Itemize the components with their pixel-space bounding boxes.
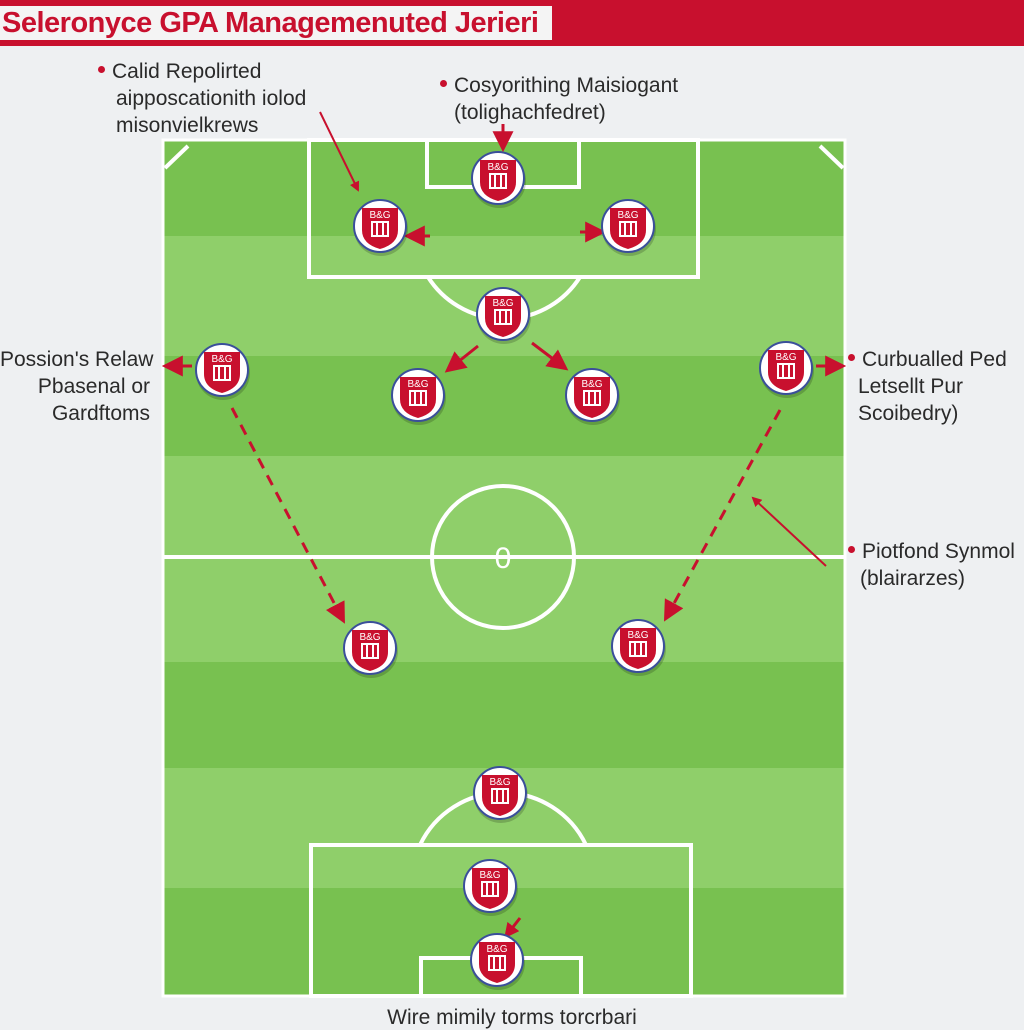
annotation-line: Pbasenal or	[37, 375, 150, 398]
arrow-left-diagonal	[230, 407, 345, 624]
player-badge-label: B&G	[617, 210, 638, 221]
player-badge-bottom-defender: B&G	[463, 859, 518, 916]
player-badge-label: B&G	[627, 630, 648, 641]
player-badge-label: B&G	[489, 777, 510, 788]
annotation-line: (tolighachfedret)	[454, 101, 606, 124]
annotation-line: Calid Repolirted	[112, 60, 262, 83]
bullet-dot	[440, 79, 447, 87]
arrow-right-diagonal	[663, 409, 782, 622]
player-badge-bottom-goalkeeper: B&G	[470, 933, 525, 990]
annotation-line: aipposcationith iolod	[116, 87, 307, 110]
player-badge-label: B&G	[487, 162, 508, 173]
bottom-caption: Wire mimily torms torcrbari	[387, 1006, 637, 1029]
bullet-dot	[848, 353, 855, 361]
arrow-right-lower-callout	[751, 496, 827, 567]
annotation-top-left: Calid Repolirted aipposcationith iolod m…	[98, 58, 306, 139]
movement-arrows	[161, 111, 847, 939]
player-badge-label: B&G	[486, 944, 507, 955]
annotation-line: Cosyorithing Maisiogant	[454, 74, 679, 97]
player-badge-left-wing: B&G	[195, 343, 250, 400]
corner-arc-tl	[163, 144, 190, 170]
player-badge-label: B&G	[407, 379, 428, 390]
annotation-line: Letsellt Pur	[858, 375, 964, 398]
player-badge-top-left-defender: B&G	[353, 199, 408, 256]
annotation-right-lower: Piotfond Synmol (blairarzes)	[848, 538, 1015, 592]
annotation-line: misonvielkrews	[116, 114, 259, 137]
annotation-left: Possion's Relaw Pbasenal or Gardftoms	[0, 346, 154, 427]
player-badge-left-center-mid: B&G	[391, 368, 446, 425]
players-layer: B&G B&G B&G B&G B&G B&G B&G B&G B&G B&G B&G B&G B&G	[195, 151, 814, 990]
player-badge-label: B&G	[479, 870, 500, 881]
annotation-line: Scoibedry)	[858, 402, 959, 425]
player-badge-bottom-midfielder: B&G	[473, 766, 528, 823]
arrow-central-right	[531, 341, 569, 371]
annotation-line: Piotfond Synmol	[862, 540, 1015, 563]
player-badge-label: B&G	[492, 298, 513, 309]
annotation-top-center: Cosyorithing Maisiogant (tolighachfedret…	[440, 72, 678, 126]
page-title: Seleronyce GPA Managemenuted Jerieri	[0, 6, 553, 40]
bullet-dot	[848, 545, 855, 553]
annotation-line: Gardftoms	[51, 402, 150, 425]
annotation-line: (blairarzes)	[860, 567, 966, 590]
player-badge-label: B&G	[211, 354, 232, 365]
arrow-central-left	[444, 344, 479, 373]
player-badge-right-wing: B&G	[759, 341, 814, 398]
bullet-dot	[98, 65, 105, 73]
center-circle	[430, 484, 576, 630]
player-badge-left-forward: B&G	[343, 621, 398, 678]
player-badge-top-goalkeeper: B&G	[471, 151, 526, 208]
player-badge-top-central: B&G	[476, 287, 531, 344]
player-badge-label: B&G	[775, 352, 796, 363]
annotation-line: Possion's Relaw	[0, 348, 154, 371]
center-mark: 0	[495, 542, 512, 575]
annotation-right: Curbualled Ped Letsellt Pur Scoibedry)	[848, 346, 1007, 427]
player-badge-right-center-mid: B&G	[565, 368, 620, 425]
arrow-bottom-goalkeeper	[504, 917, 522, 939]
corner-arc-tr	[818, 144, 845, 170]
player-badge-label: B&G	[359, 632, 380, 643]
arrow-top-left-callout	[319, 111, 359, 192]
title-bar: Seleronyce GPA Managemenuted Jerieri	[0, 0, 1024, 46]
player-badge-right-forward: B&G	[611, 619, 666, 676]
player-badge-top-right-defender: B&G	[601, 199, 656, 256]
player-badge-label: B&G	[581, 379, 602, 390]
player-badge-label: B&G	[369, 210, 390, 221]
annotation-line: Curbualled Ped	[862, 348, 1007, 371]
